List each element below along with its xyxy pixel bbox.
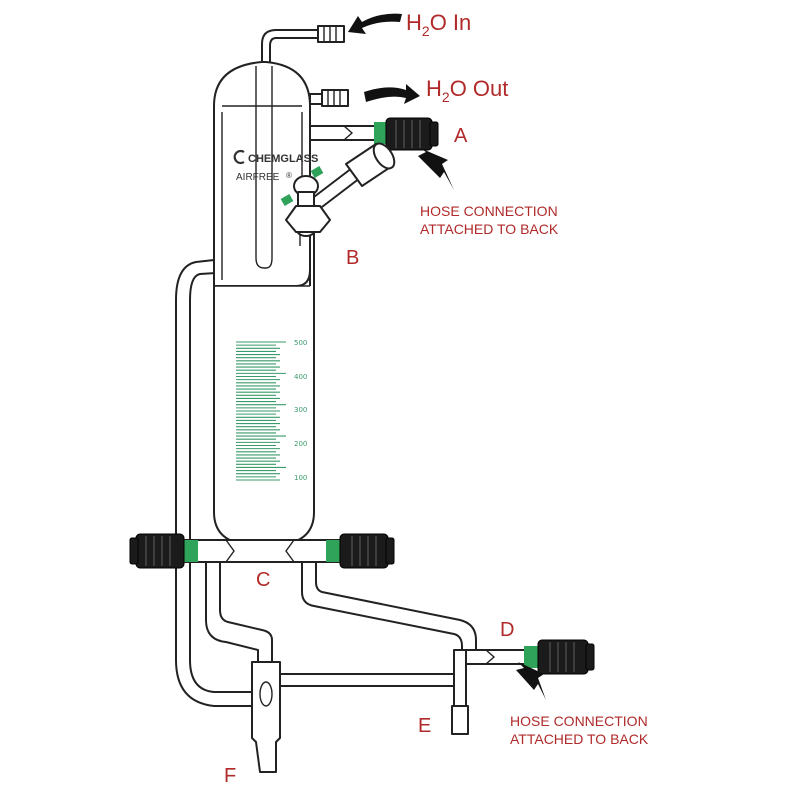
h2o-out-label: H2O Out xyxy=(426,76,508,105)
hose-note-top-line2: ATTACHED TO BACK xyxy=(420,221,559,237)
water-outlet-barb xyxy=(321,89,349,107)
water-in-arrow xyxy=(348,13,402,34)
hose-note-bottom-line2: ATTACHED TO BACK xyxy=(510,731,649,747)
hose-note-bottom-line1: HOSE CONNECTION xyxy=(510,713,648,729)
joint-f xyxy=(251,661,281,773)
label-d: D xyxy=(500,619,514,641)
label-b: B xyxy=(346,247,359,269)
cold-finger xyxy=(255,66,273,269)
water-inlet-barb xyxy=(317,25,345,43)
bridge-e xyxy=(271,673,463,687)
label-c: C xyxy=(256,569,270,591)
condenser-jacket xyxy=(213,61,311,287)
hose-arrow-top xyxy=(418,148,454,190)
valve-c xyxy=(129,533,395,569)
brand-name: CHEMGLASS xyxy=(248,153,318,165)
valve-a xyxy=(309,117,439,151)
graduation-label: 400 xyxy=(294,373,307,381)
hose-note-top-line1: HOSE CONNECTION xyxy=(420,203,558,219)
water-outlet-stem xyxy=(309,93,323,105)
water-out-arrow xyxy=(364,84,420,104)
label-f: F xyxy=(224,765,236,787)
graduation-label: 200 xyxy=(294,440,307,448)
hose-arrow-bottom xyxy=(516,662,546,700)
h2o-in-label: H2O In xyxy=(406,10,471,39)
graduation-label: 300 xyxy=(294,406,307,414)
graduation-label: 500 xyxy=(294,339,307,347)
side-joint-b xyxy=(280,142,396,246)
joint-e xyxy=(451,705,469,735)
valve-d xyxy=(524,639,595,675)
drain-tube-f xyxy=(205,561,273,663)
brand-sub: AIRFREE xyxy=(236,172,280,183)
chemglass-logo: CHEMGLASS AIRFREE ® xyxy=(233,149,318,183)
graduation-scale: 500 400 300 200 100 xyxy=(236,339,307,482)
brand-mark: ® xyxy=(286,171,292,180)
side-arm-d xyxy=(301,561,477,651)
label-a: A xyxy=(454,125,468,147)
label-e: E xyxy=(418,715,431,737)
graduation-label: 100 xyxy=(294,474,307,482)
